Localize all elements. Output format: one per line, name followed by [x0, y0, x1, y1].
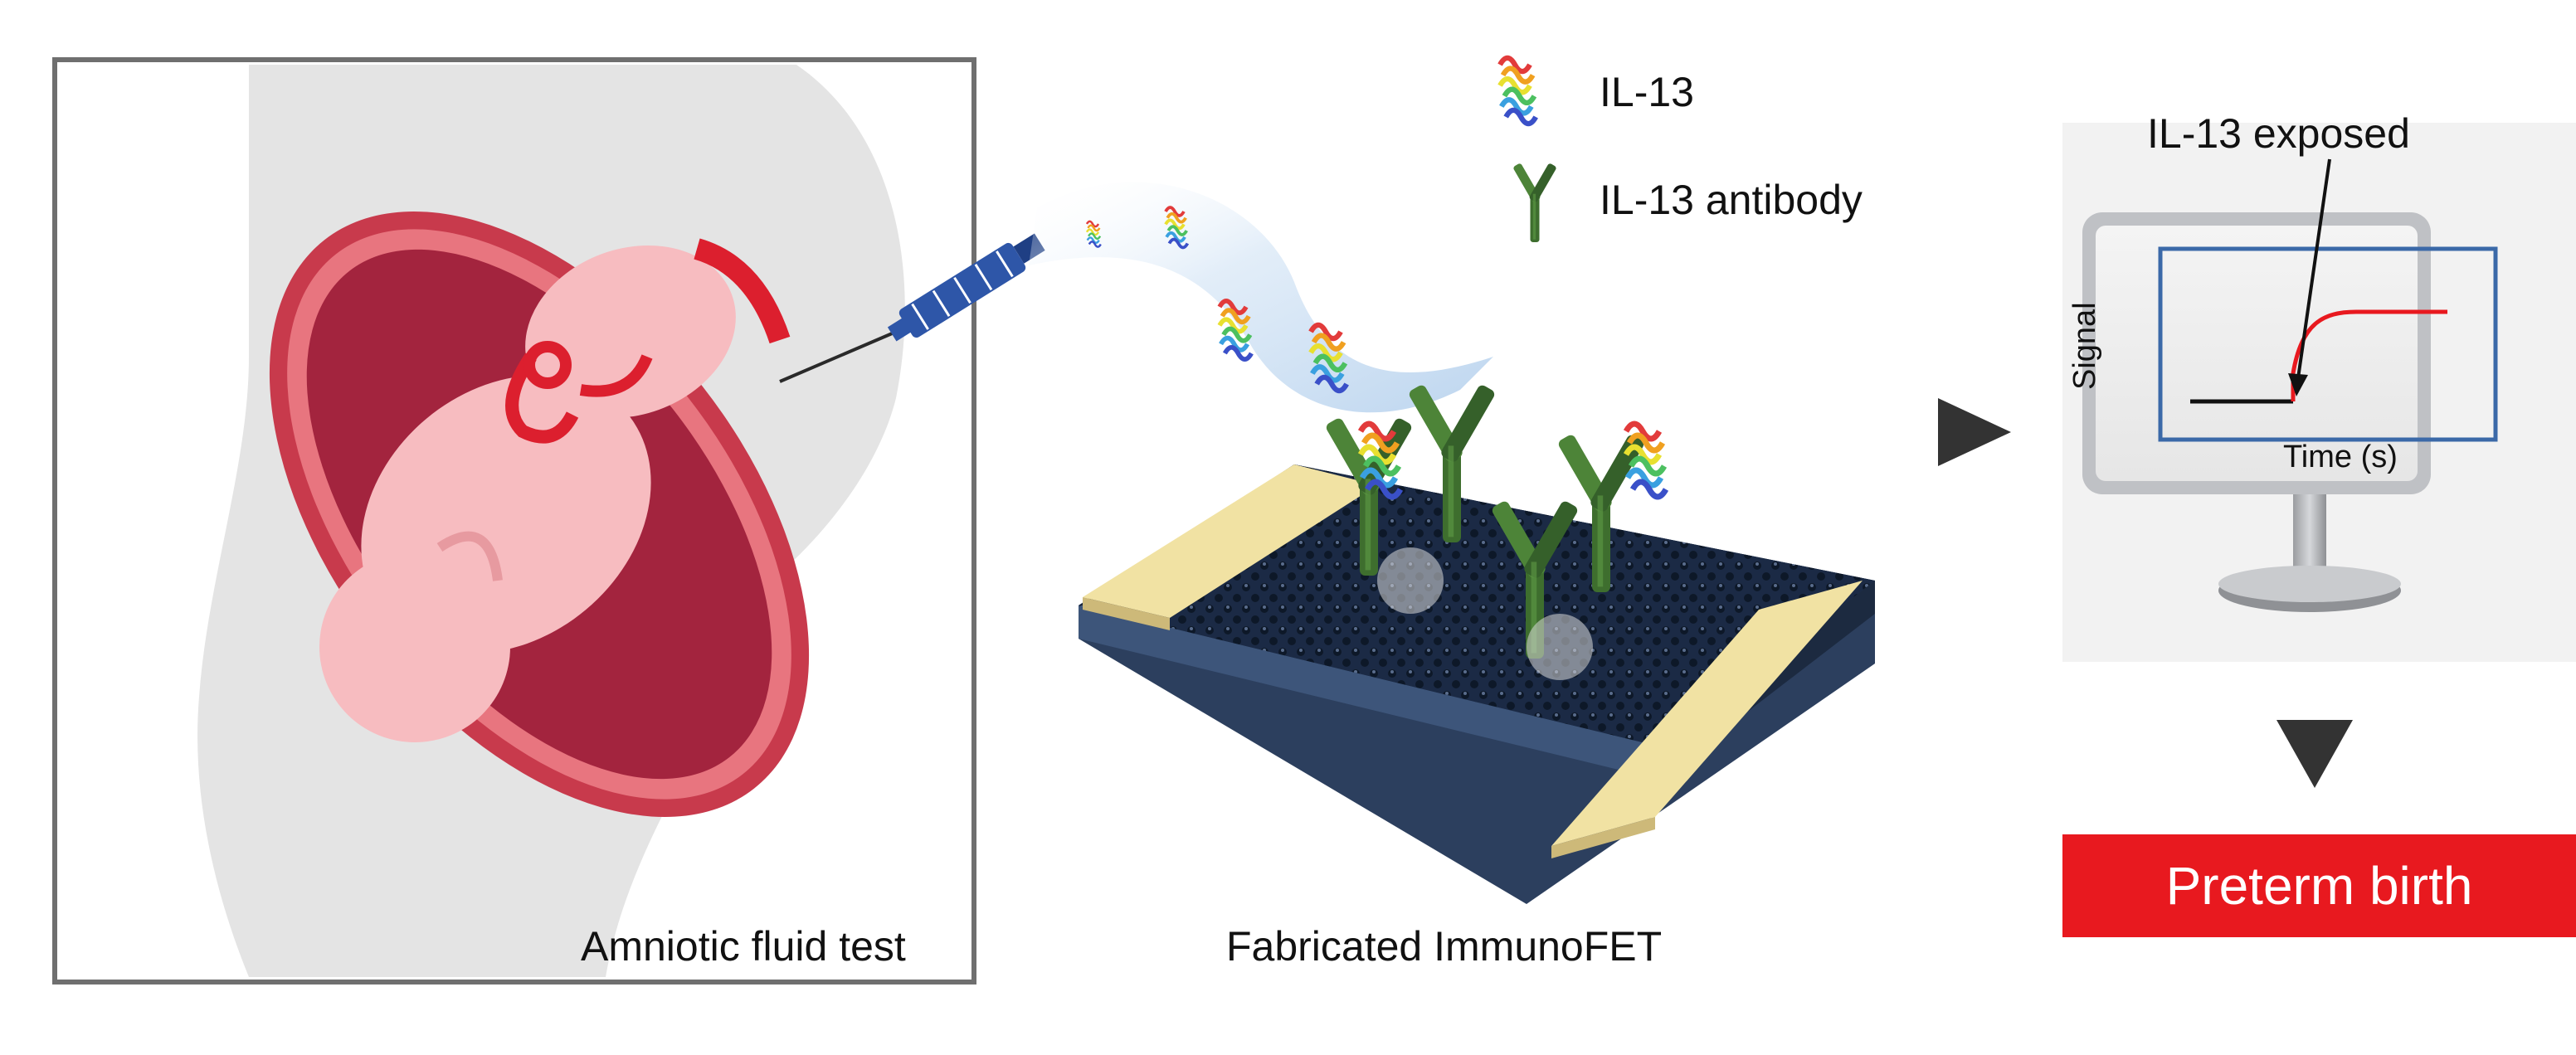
legend	[1500, 58, 1557, 242]
time-axis-label: Time (s)	[2283, 440, 2398, 474]
immunofet-device	[1079, 383, 1875, 904]
annotation-arrow	[2296, 158, 2331, 379]
monitor-neck	[2293, 494, 2326, 577]
fluid-sample-ribbon	[1029, 182, 1493, 413]
protein-icon	[1500, 58, 1536, 124]
source-electrode	[1083, 464, 1377, 618]
preterm-birth-banner	[2062, 834, 2576, 937]
antibody-icon	[1512, 163, 1557, 242]
plot-frame	[2158, 246, 2498, 442]
right-arrow-icon	[1938, 398, 2011, 466]
signal-response-curve	[2291, 309, 2447, 401]
bound-il13	[1626, 424, 1666, 497]
legend-il13-label: IL-13	[1600, 69, 1694, 115]
signal-axis-label: Signal	[2067, 302, 2102, 390]
preterm-birth-label: Preterm birth	[2165, 856, 2473, 916]
fabricated-immunofet-label: Fabricated ImmunoFET	[1226, 923, 1663, 970]
amniocentesis-panel	[52, 57, 1045, 985]
fetus-illustration	[319, 238, 791, 742]
drain-electrode	[1551, 581, 1863, 846]
amniotic-fluid-test-label: Amniotic fluid test	[581, 923, 906, 970]
down-arrow-icon	[2277, 720, 2353, 788]
monitor	[2062, 123, 2576, 662]
legend-antibody-label: IL-13 antibody	[1600, 177, 1863, 223]
il13-exposed-annotation: IL-13 exposed	[2147, 110, 2410, 157]
